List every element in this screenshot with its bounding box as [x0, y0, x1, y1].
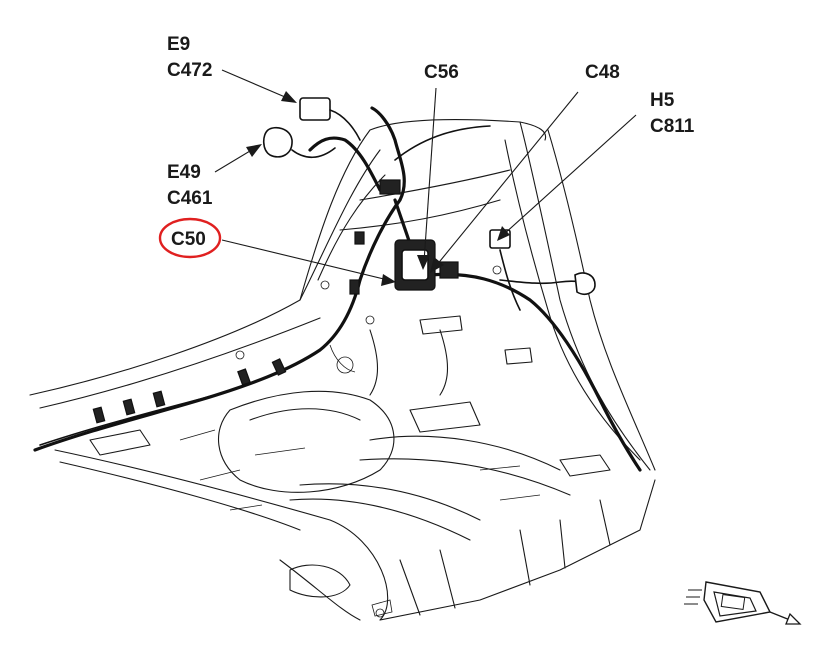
callout-c472: C472	[167, 60, 212, 81]
arrowhead-c50	[381, 274, 396, 286]
vehicle-body-outline	[29, 119, 656, 621]
arrowhead-e9	[281, 91, 297, 103]
arrowhead-h5	[497, 226, 510, 241]
wiring-harness	[33, 97, 642, 472]
callout-c56: C56	[424, 62, 459, 83]
arrowhead-c48	[430, 257, 444, 273]
callout-e49: E49	[167, 162, 201, 183]
leader-lines	[214, 69, 637, 286]
callout-c48: C48	[585, 62, 620, 83]
callout-c461: C461	[167, 188, 213, 209]
arrowhead-e49	[246, 144, 262, 157]
callout-labels: E9 C472 C56 C48 H5 C811 E49 C461 C50	[158, 34, 695, 259]
c50-highlight-circle	[158, 217, 222, 259]
callout-e9: E9	[167, 34, 190, 55]
vehicle-direction-arrow-icon	[684, 581, 802, 625]
arrowhead-c56	[417, 255, 430, 270]
callout-h5: H5	[650, 90, 675, 111]
callout-c811: C811	[650, 116, 695, 137]
callout-c50: C50	[171, 229, 206, 250]
